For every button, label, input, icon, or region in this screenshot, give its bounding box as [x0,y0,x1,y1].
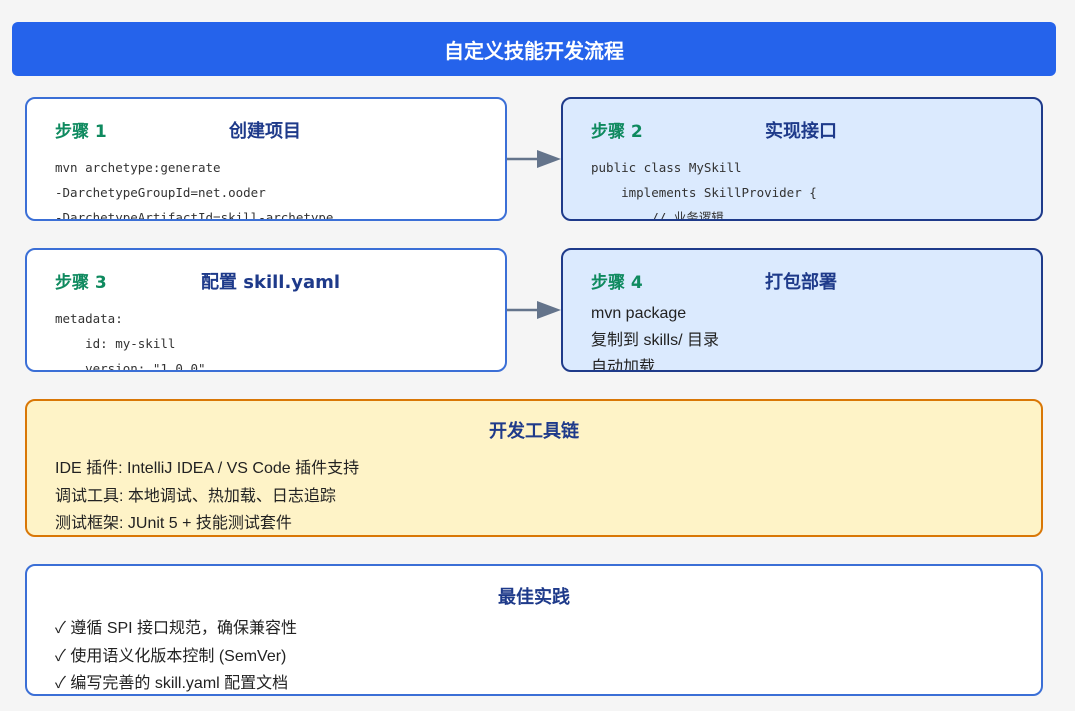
code-line: id: my-skill [55,336,176,351]
step-3-code: metadata: id: my-skill version: "1.0.0" [55,311,206,372]
list-item: ✓ 编写完善的 skill.yaml 配置文档 [55,675,289,692]
code-line: -DarchetypeGroupId=net.ooder [55,185,266,200]
toolchain-list: IDE 插件: IntelliJ IDEA / VS Code 插件支持 调试工… [55,459,360,535]
best-practices-box: 最佳实践 ✓ 遵循 SPI 接口规范，确保兼容性 ✓ 使用语义化版本控制 (Se… [25,564,1043,696]
toolchain-title: 开发工具链 [489,421,579,442]
code-line: // 业务逻辑 [591,210,724,221]
code-line: implements SkillProvider { [591,185,817,200]
step-1-label: 步骤 1 [55,122,107,142]
list-item: 测试框架: JUnit 5 + 技能测试套件 [55,515,292,532]
code-line: public class MySkill [591,160,742,175]
step-4-box: 步骤 4 打包部署 mvn package 复制到 skills/ 目录 自动加… [561,248,1043,372]
code-line: version: "1.0.0" [55,361,206,372]
step-2-title: 实现接口 [765,121,837,142]
step-1-box: 步骤 1 创建项目 mvn archetype:generate -Darche… [25,97,507,221]
list-item: 调试工具: 本地调试、热加载、日志追踪 [55,487,336,505]
list-item: ✓ 使用语义化版本控制 (SemVer) [55,647,287,665]
step-4-title: 打包部署 [765,272,837,293]
diagram-header: 自定义技能开发流程 [12,22,1056,76]
best-practices-list: ✓ 遵循 SPI 接口规范，确保兼容性 ✓ 使用语义化版本控制 (SemVer)… [55,619,298,694]
best-practices-title: 最佳实践 [498,587,570,608]
step-3-label: 步骤 3 [55,273,107,293]
step-4-text: mvn package 复制到 skills/ 目录 自动加载 [591,304,720,372]
step-4-label: 步骤 4 [591,273,643,293]
step-1-code: mvn archetype:generate -DarchetypeGroupI… [55,160,334,221]
list-item: ✓ 遵循 SPI 接口规范，确保兼容性 [55,620,298,637]
arrow-step-3-to-4 [507,301,561,319]
step-3-title: 配置 skill.yaml [201,272,341,293]
diagram-title: 自定义技能开发流程 [444,38,624,63]
step-2-code: public class MySkill implements SkillPro… [591,160,817,221]
code-line: metadata: [55,311,123,326]
step-1-title: 创建项目 [229,121,301,142]
step-2-box: 步骤 2 实现接口 public class MySkill implement… [561,97,1043,221]
step-2-label: 步骤 2 [591,122,643,142]
step-3-box: 步骤 3 配置 skill.yaml metadata: id: my-skil… [25,248,507,372]
code-line: mvn archetype:generate [55,160,221,175]
text-line: mvn package [591,305,687,322]
text-line: 复制到 skills/ 目录 [591,332,720,349]
arrow-step-1-to-2 [507,150,561,168]
toolchain-box: 开发工具链 IDE 插件: IntelliJ IDEA / VS Code 插件… [25,399,1043,537]
code-line: -DarchetypeArtifactId=skill-archetype [55,210,334,221]
text-line: 自动加载 [591,359,656,372]
list-item: IDE 插件: IntelliJ IDEA / VS Code 插件支持 [55,460,360,477]
